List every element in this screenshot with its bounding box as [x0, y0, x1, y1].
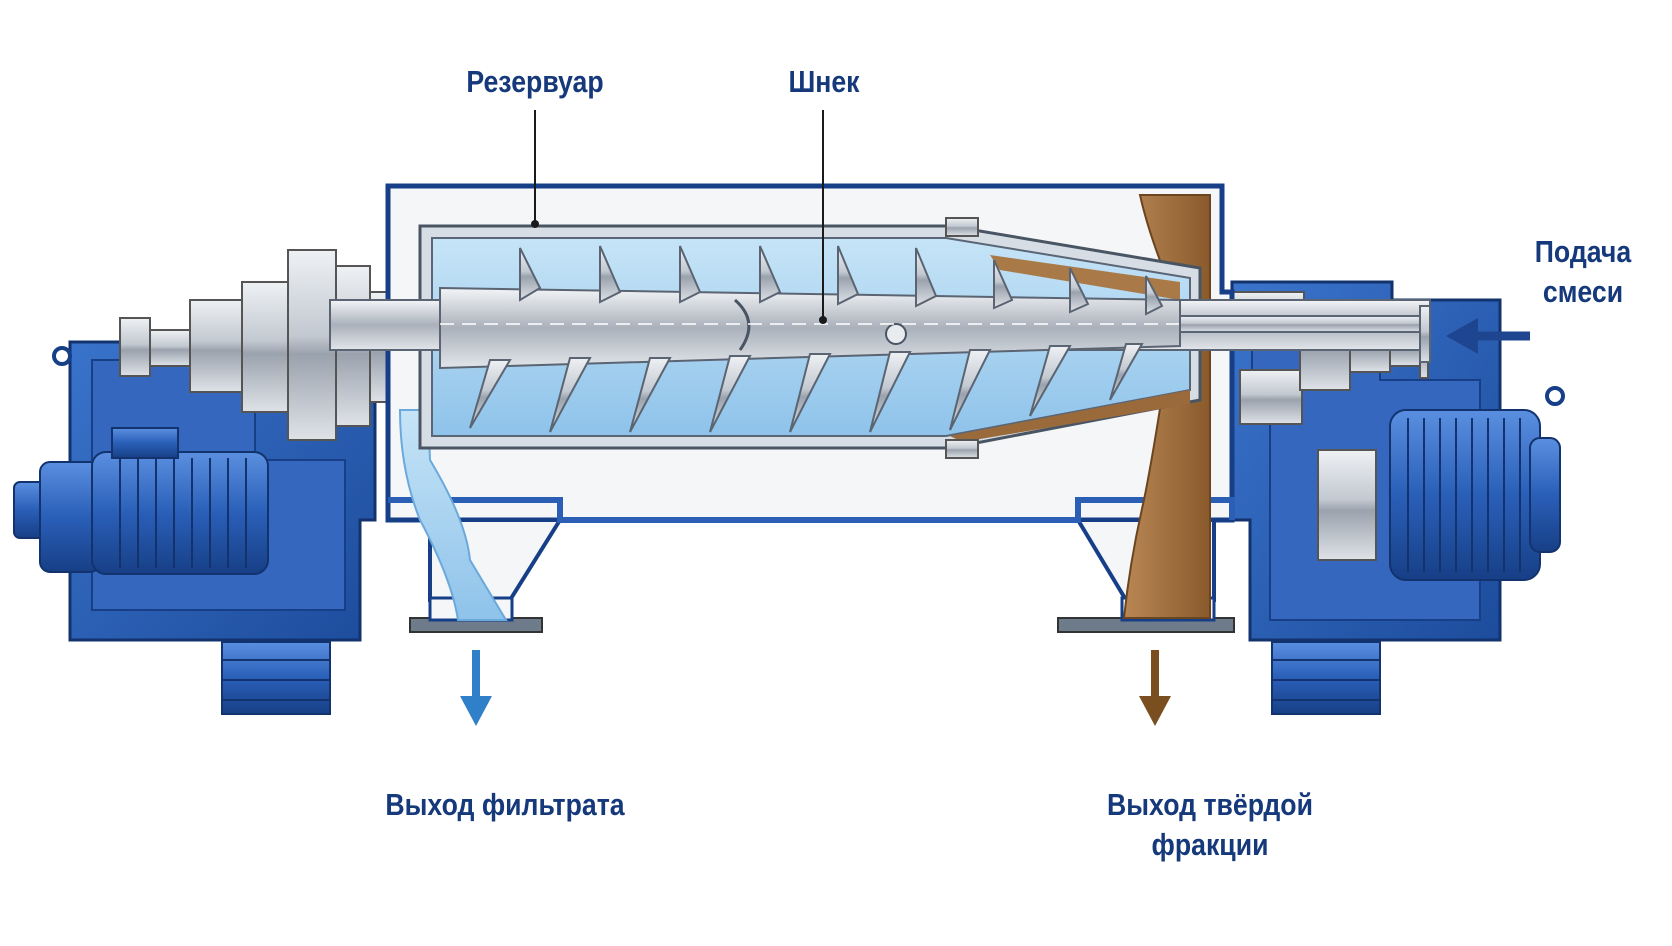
solids-arrow [1139, 650, 1171, 726]
filtrate-stream [398, 409, 508, 621]
screw-label: Шнек [788, 64, 860, 99]
right-foot [1271, 641, 1381, 715]
feed-label: Подача смеси [1534, 234, 1632, 309]
feed-arrow [1446, 318, 1530, 354]
filtrate-arrow [460, 650, 492, 726]
feed-tube [1179, 305, 1431, 363]
screw-flights [469, 245, 1164, 433]
filtrate-outlet-label: Выход фильтрата [385, 787, 625, 822]
reservoir-leader-dot [531, 220, 539, 228]
reservoir-label: Резервуар [466, 64, 604, 99]
solids-outlet-label: Выход твёрдой фракции [1107, 787, 1313, 862]
right-motor [1317, 409, 1561, 581]
left-foot [221, 641, 331, 715]
screw-leader-dot [819, 316, 827, 324]
left-motor [13, 427, 269, 575]
